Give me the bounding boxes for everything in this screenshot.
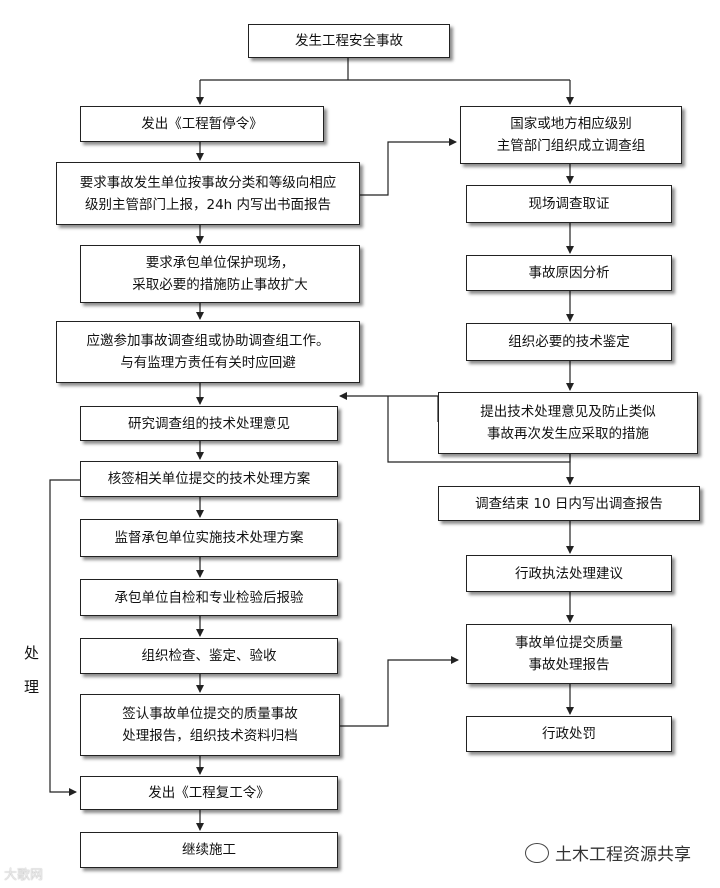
- left-step-10-label: 签认事故单位提交的质量事故 处理报告，组织技术资料归档: [122, 706, 298, 744]
- side-label-1: 处: [24, 644, 40, 662]
- arrow-archive-to-quality-report: [340, 656, 459, 727]
- left-step-4-label: 应邀参加事故调查组或协助调查组工作。 与有监理方责任有关时应回避: [86, 333, 330, 371]
- left-step-6-label: 核签相关单位提交的技术处理方案: [107, 471, 311, 487]
- right-step-4-label: 组织必要的技术鉴定: [508, 334, 630, 350]
- right-step-6-label: 调查结束 10 日内写出调查报告: [475, 495, 663, 512]
- start-box: 发生工程安全事故: [248, 24, 450, 58]
- left-step-9: 组织检查、鉴定、验收: [80, 638, 338, 674]
- right-step-6: 调查结束 10 日内写出调查报告: [438, 486, 700, 521]
- right-step-2-label: 现场调查取证: [528, 196, 610, 212]
- left-step-8: 承包单位自检和专业检验后报验: [80, 579, 338, 616]
- left-step-12: 继续施工: [80, 832, 338, 868]
- processing-loop-line: [49, 479, 80, 796]
- right-step-1: 国家或地方相应级别 主管部门组织成立调查组: [460, 106, 682, 164]
- right-step-8: 事故单位提交质量 事故处理报告: [466, 624, 672, 684]
- left-step-11: 发出《工程复工令》: [80, 776, 338, 810]
- arrow-report-to-group: [360, 138, 457, 196]
- watermark-right-text: 土木工程资源共享: [555, 845, 691, 865]
- left-step-6: 核签相关单位提交的技术处理方案: [80, 461, 338, 497]
- left-step-7-label: 监督承包单位实施技术处理方案: [114, 530, 304, 546]
- right-step-5-label: 提出技术处理意见及防止类似 事故再次发生应采取的措施: [480, 404, 656, 442]
- side-label-2: 理: [24, 678, 40, 696]
- link-research-to-report: [387, 396, 571, 463]
- left-step-9-label: 组织检查、鉴定、验收: [141, 648, 277, 664]
- left-step-7: 监督承包单位实施技术处理方案: [80, 519, 338, 557]
- watermark-left: 大歌网: [4, 868, 44, 883]
- right-step-7-label: 行政执法处理建议: [515, 565, 623, 582]
- left-step-12-label: 继续施工: [182, 842, 236, 858]
- left-step-2-label: 要求事故发生单位按事故分类和等级向相应 级别主管部门上报，24h 内写出书面报告: [79, 174, 337, 213]
- left-step-5: 研究调查组的技术处理意见: [80, 406, 338, 441]
- left-step-4: 应邀参加事故调查组或协助调查组工作。 与有监理方责任有关时应回避: [56, 321, 360, 383]
- left-step-11-label: 发出《工程复工令》: [148, 785, 270, 801]
- right-step-2: 现场调查取证: [466, 185, 672, 223]
- right-step-3-label: 事故原因分析: [528, 265, 610, 281]
- arrow-measures-to-research: [339, 392, 439, 422]
- right-step-7: 行政执法处理建议: [466, 555, 672, 592]
- left-step-5-label: 研究调查组的技术处理意见: [128, 415, 290, 432]
- right-step-3: 事故原因分析: [466, 255, 672, 291]
- start-label: 发生工程安全事故: [295, 33, 403, 49]
- right-step-9: 行政处罚: [466, 716, 672, 752]
- left-step-8-label: 承包单位自检和专业检验后报验: [114, 589, 304, 606]
- watermark-right: 土木工程资源共享: [525, 840, 691, 865]
- right-step-8-label: 事故单位提交质量 事故处理报告: [515, 635, 623, 673]
- left-step-3: 要求承包单位保护现场， 采取必要的措施防止事故扩大: [80, 245, 360, 303]
- left-step-1: 发出《工程暂停令》: [80, 106, 324, 142]
- right-step-4: 组织必要的技术鉴定: [466, 323, 672, 361]
- left-step-1-label: 发出《工程暂停令》: [141, 116, 263, 132]
- wechat-icon: [525, 842, 549, 863]
- left-step-3-label: 要求承包单位保护现场， 采取必要的措施防止事故扩大: [132, 255, 308, 293]
- right-step-1-label: 国家或地方相应级别 主管部门组织成立调查组: [496, 116, 646, 154]
- right-step-9-label: 行政处罚: [542, 726, 596, 742]
- left-step-2: 要求事故发生单位按事故分类和等级向相应 级别主管部门上报，24h 内写出书面报告: [56, 162, 360, 225]
- left-step-10: 签认事故单位提交的质量事故 处理报告，组织技术资料归档: [80, 694, 340, 756]
- right-step-5: 提出技术处理意见及防止类似 事故再次发生应采取的措施: [438, 392, 698, 454]
